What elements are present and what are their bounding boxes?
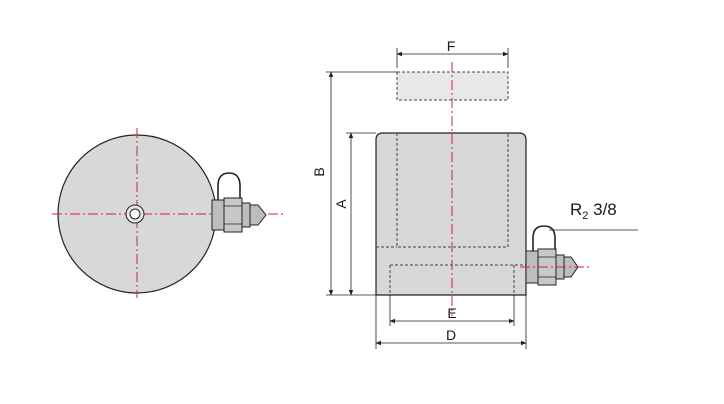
hidden-internal-lines xyxy=(376,133,526,295)
port-thread-callout: R2 3/8 xyxy=(549,200,638,231)
coupler-hex-body xyxy=(223,197,243,233)
port-thread-subscript: 2 xyxy=(582,210,588,222)
center-bore-inner xyxy=(129,208,141,220)
dimension-label-F: F xyxy=(447,38,456,54)
dimension-label-D: D xyxy=(446,327,456,343)
port-thread-label: R2 3/8 xyxy=(570,200,617,222)
coupler-hex-nut-outer xyxy=(211,199,225,231)
dimension-E: E xyxy=(389,295,515,326)
dimension-label-A: A xyxy=(333,199,349,209)
port-thread-prefix: R xyxy=(570,200,582,219)
side-view: F B A E D xyxy=(311,38,638,349)
top-view-coupler xyxy=(211,172,267,233)
coupler-sleeve xyxy=(241,202,251,228)
cylinder-body xyxy=(375,132,527,296)
dimension-A: A xyxy=(333,132,376,296)
port-thread-size: 3/8 xyxy=(588,200,616,219)
top-view xyxy=(52,128,285,298)
coupler-dust-cap-loop xyxy=(217,172,241,202)
coupler-nipple-tip xyxy=(249,204,267,226)
side-coupler-dust-cap-loop xyxy=(532,225,556,252)
dimension-D: D xyxy=(375,295,527,349)
dimension-label-B: B xyxy=(311,167,327,176)
dimension-F: F xyxy=(396,38,509,68)
dimension-label-E: E xyxy=(447,305,456,321)
side-view-coupler xyxy=(520,225,590,286)
